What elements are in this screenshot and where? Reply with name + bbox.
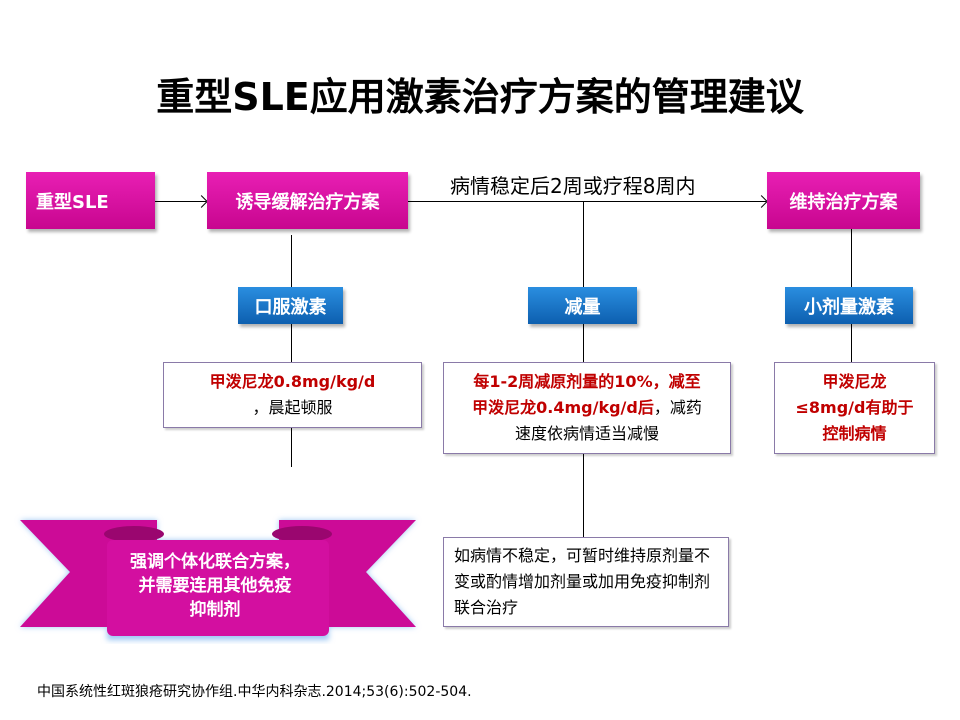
ribbon-line2: 并需要连用其他免疫: [138, 576, 292, 596]
footnote: 中国系统性红斑狼疮研究协作组.中华内科杂志.2014;53(6):502-504…: [37, 684, 472, 700]
low-line2: ≤8mg/d有助于: [795, 398, 914, 417]
reduce-line2-plain: ，减药: [653, 398, 702, 417]
page-title: 重型SLE应用激素治疗方案的管理建议: [156, 75, 804, 119]
connector: [155, 201, 206, 202]
reduce-line1: 每1-2周减原剂量的10%，减至: [473, 372, 701, 391]
induction-box: 诱导缓解治疗方案: [207, 172, 408, 229]
oral-dose: 甲泼尼龙0.8mg/kg/d: [209, 372, 376, 391]
connector: [398, 201, 766, 202]
oral-detail-box: 甲泼尼龙0.8mg/kg/d ，晨起顿服: [163, 362, 422, 428]
low-dose-box: 小剂量激素: [785, 287, 913, 324]
dose-reduction-box: 减量: [528, 287, 637, 324]
oral-steroid-box: 口服激素: [238, 287, 343, 324]
maintenance-box: 维持治疗方案: [767, 172, 920, 229]
unstable-text: 如病情不稳定，可暂时维持原剂量不变或酌情增加剂量或加用免疫抑制剂联合治疗: [454, 546, 711, 617]
reduce-line3: 速度依病情适当减慢: [514, 424, 659, 443]
arrow-head-icon: [755, 195, 768, 208]
low-line3: 控制病情: [822, 424, 887, 443]
arrow-head-icon: [195, 195, 208, 208]
transition-label: 病情稳定后2周或疗程8周内: [450, 174, 696, 198]
reduce-line2: 甲泼尼龙0.4mg/kg/d后: [472, 398, 654, 417]
ribbon-line1: 强调个体化联合方案，: [130, 552, 300, 572]
low-line1: 甲泼尼龙: [822, 372, 887, 391]
ribbon-banner: [20, 520, 416, 640]
connector: [291, 235, 292, 467]
ribbon-line3: 抑制剂: [189, 600, 241, 620]
unstable-detail-box: 如病情不稳定，可暂时维持原剂量不变或酌情增加剂量或加用免疫抑制剂联合治疗: [443, 537, 729, 627]
low-dose-detail-box: 甲泼尼龙 ≤8mg/d有助于 控制病情: [774, 362, 935, 454]
oral-timing: ，晨起顿服: [252, 398, 333, 417]
reduce-detail-box: 每1-2周减原剂量的10%，减至 甲泼尼龙0.4mg/kg/d后，减药 速度依病…: [443, 362, 731, 454]
ribbon-text: 强调个体化联合方案， 并需要连用其他免疫 抑制剂: [95, 550, 335, 622]
severe-sle-box: 重型SLE: [26, 172, 155, 229]
